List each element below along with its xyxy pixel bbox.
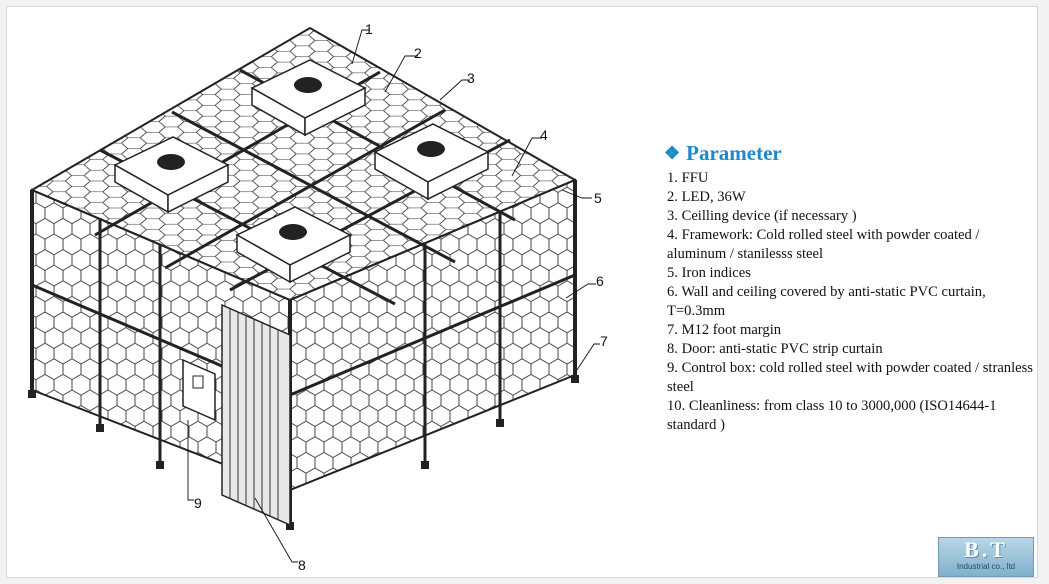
parameter-title: Parameter [686,141,782,165]
parameter-item: 4. Framework: Cold rolled steel with pow… [667,227,980,262]
diamond-bullet-icon: ❖ [664,143,681,163]
callout-7: 7 [600,333,608,349]
callout-4: 4 [540,127,548,143]
parameter-list: 1. FFU 2. LED, 36W 3. Ceilling device (i… [664,169,1034,435]
parameter-heading: ❖ Parameter [664,141,1034,166]
callout-8: 8 [298,557,306,573]
company-logo: B.T Industrial co., ltd [938,537,1034,577]
right-wall-curtain [289,178,576,492]
logo-subtitle: Industrial co., ltd [956,562,1016,571]
callout-3: 3 [467,70,475,86]
parameter-item: 5. Iron indices [667,265,751,281]
callout-1: 1 [365,21,373,37]
logo-mark: B.T [964,537,1008,562]
parameter-item: 9. Control box: cold rolled steel with p… [667,360,1033,395]
parameter-item: 8. Door: anti-static PVC strip curtain [667,341,883,357]
callout-leaders [187,29,600,563]
callout-5: 5 [594,190,602,206]
parameter-item: 10. Cleanliness: from class 10 to 3000,0… [667,398,997,433]
cleanroom-drawing: 1 2 3 4 5 6 7 8 9 [28,21,608,573]
parameter-item: 1. FFU [667,170,709,186]
door-strip-curtain [221,303,291,527]
parameter-item: 2. LED, 36W [667,189,746,205]
callout-9: 9 [194,495,202,511]
ffu-unit-left [113,136,230,214]
ffu-unit-front [235,206,352,284]
parameter-item: 7. M12 foot margin [667,322,782,338]
parameter-item: 6. Wall and ceiling covered by anti-stat… [667,284,986,319]
callout-6: 6 [596,273,604,289]
parameter-panel: ❖ Parameter 1. FFU 2. LED, 36W 3. Ceilli… [664,141,1034,435]
ffu-unit-right [373,123,490,201]
ffu-unit-top [250,59,367,137]
callout-2: 2 [414,45,422,61]
m12-feet [28,375,579,530]
control-box [182,358,216,422]
parameter-item: 3. Ceilling device (if necessary ) [667,208,857,224]
